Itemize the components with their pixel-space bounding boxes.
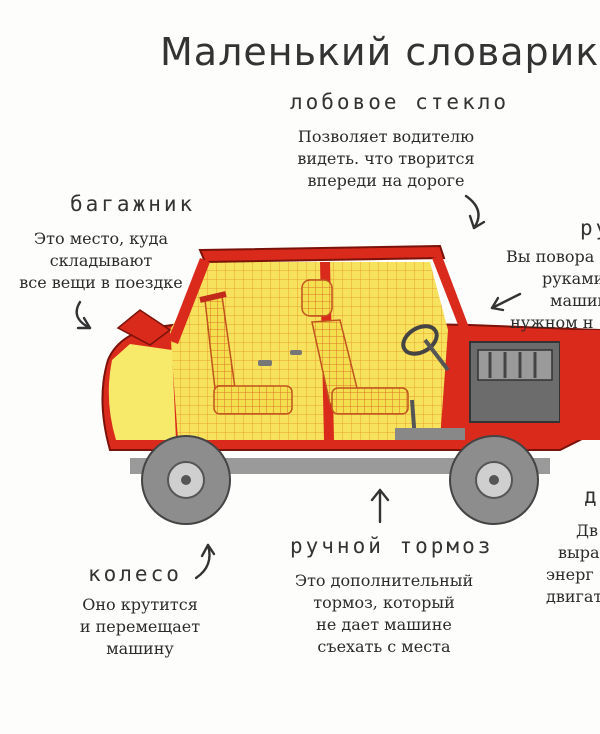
rear-wheel bbox=[141, 435, 231, 525]
steering-line: Вы повора bbox=[506, 247, 595, 266]
wheel-description: Оно крутится и перемещает машину bbox=[60, 594, 220, 660]
handbrake-line: Это дополнительный bbox=[294, 571, 474, 590]
windshield-arrow bbox=[464, 194, 486, 230]
windshield-line: видеть. что творится bbox=[297, 149, 475, 168]
windshield-line: Позволяет водителю bbox=[297, 127, 475, 146]
steering-line: машин bbox=[550, 291, 600, 310]
steering-column bbox=[423, 338, 450, 372]
engine-term: д bbox=[584, 484, 600, 508]
rear-seat-cushion bbox=[213, 385, 293, 415]
trunk-space bbox=[108, 344, 176, 440]
trunk-description: Это место, куда складывают все вещи в по… bbox=[6, 228, 196, 294]
door-handle bbox=[258, 360, 272, 366]
trunk-line: все вещи в поездке bbox=[19, 273, 183, 292]
windshield-line: впереди на дороге bbox=[307, 171, 465, 190]
trunk-arrow bbox=[75, 300, 92, 330]
lock-knob bbox=[290, 350, 302, 355]
trunk-term: багажник bbox=[70, 192, 196, 216]
car-roof bbox=[198, 244, 446, 264]
handbrake-arrow bbox=[370, 488, 390, 524]
steering-term: ру bbox=[580, 216, 600, 240]
front-headrest bbox=[301, 279, 333, 317]
windshield-description: Позволяет водителю видеть. что творится … bbox=[288, 126, 484, 192]
steering-wheel bbox=[401, 324, 439, 356]
wheel-arrow bbox=[194, 543, 216, 580]
steering-arrow bbox=[490, 292, 522, 312]
windshield-frame bbox=[432, 256, 470, 330]
engine-line: энерг bbox=[546, 565, 594, 584]
wheel-term: колесо bbox=[88, 562, 182, 586]
rear-pillar bbox=[168, 258, 210, 344]
page-title: Маленький словарик bbox=[160, 30, 600, 74]
trunk-line: Это место, куда bbox=[33, 229, 169, 248]
underbody bbox=[130, 458, 550, 474]
trunk-line: складывают bbox=[49, 251, 153, 270]
engine-line: Дв bbox=[576, 521, 599, 540]
seatbelt bbox=[199, 291, 227, 303]
wheel-line: Оно крутится bbox=[82, 595, 198, 614]
handbrake-term: ручной тормоз bbox=[290, 534, 494, 558]
floor-console bbox=[395, 428, 465, 440]
engine-cylinders bbox=[488, 352, 537, 378]
steering-line: руками bbox=[542, 269, 600, 288]
steering-line: в нужном н bbox=[506, 313, 594, 332]
handbrake-line: не дает машине bbox=[316, 615, 452, 634]
wheel-line: и перемещает bbox=[79, 617, 201, 636]
engine-line: выра bbox=[558, 543, 600, 562]
engine-line: двигат bbox=[546, 587, 600, 606]
steering-description: Вы повора руками машин в нужном н bbox=[506, 246, 600, 334]
front-fender bbox=[560, 330, 600, 440]
wheel-line: машину bbox=[106, 639, 174, 658]
trunk-lid bbox=[116, 309, 172, 346]
handbrake-line: тормоз, который bbox=[313, 593, 455, 612]
handbrake-description: Это дополнительный тормоз, который не да… bbox=[284, 570, 484, 658]
windshield-term: лобовое стекло bbox=[290, 90, 510, 114]
front-wheel bbox=[449, 435, 539, 525]
front-seat-cushion bbox=[331, 387, 409, 415]
engine-description: Дв выра энерг двигат bbox=[540, 520, 600, 608]
handbrake-line: съехать с места bbox=[317, 637, 451, 656]
